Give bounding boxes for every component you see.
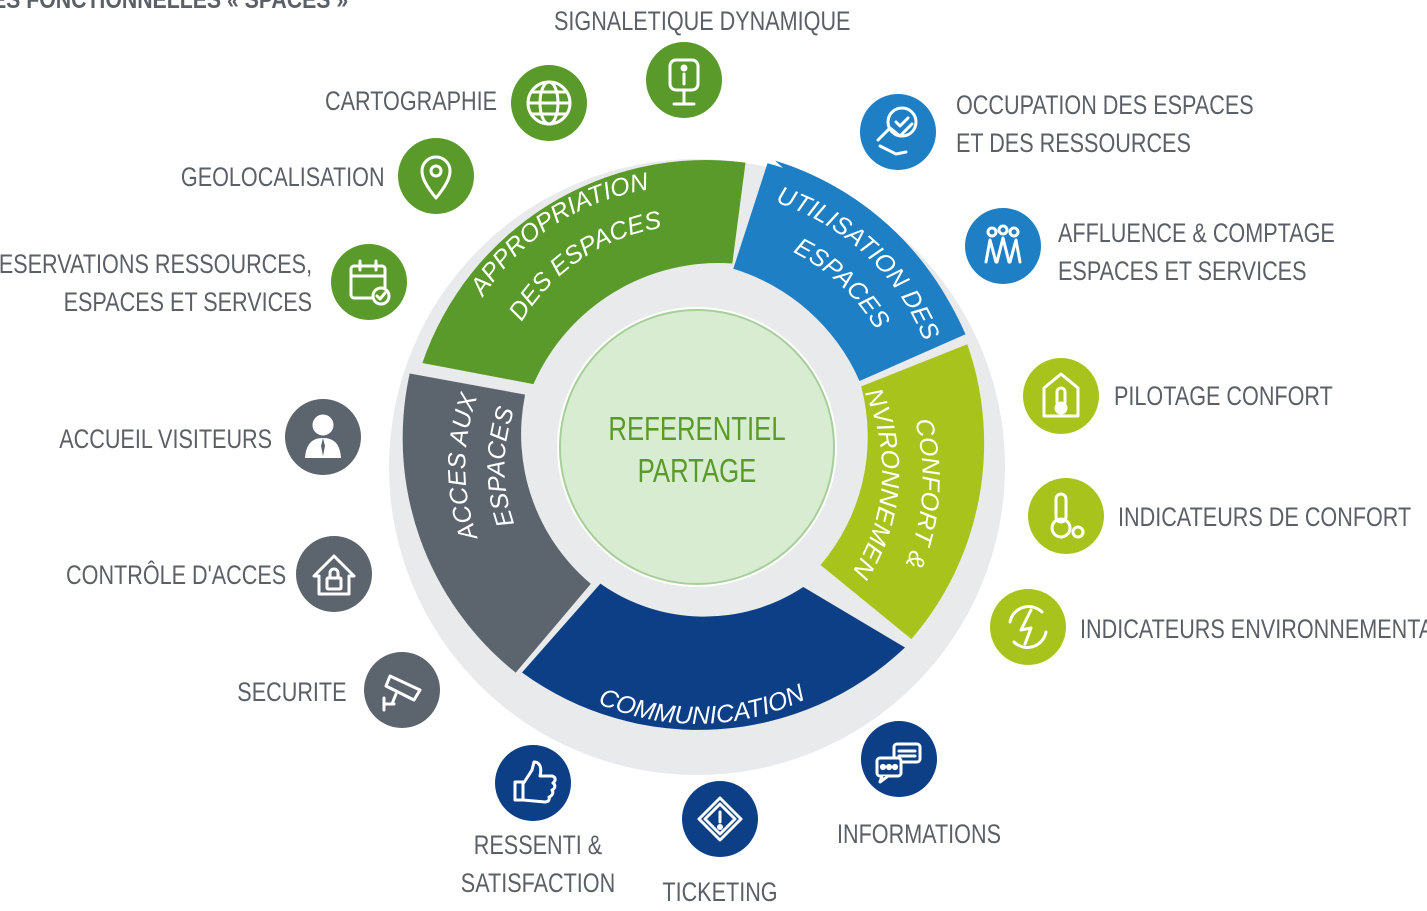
center-label-line2: PARTAGE [638,453,757,490]
warning-diamond-icon[interactable] [682,781,758,857]
thermometer-icon[interactable] [1028,478,1104,554]
thumbs-up-icon[interactable] [495,745,571,821]
feature-securite-label: SECURITE [237,677,347,707]
hand-check-icon[interactable] [860,94,936,170]
page-title: ES FONCTIONNELLES « SPACES » [0,0,349,14]
feature-reservations-label: RESERVATIONS RESSOURCES, ESPACES ET SERV… [0,249,312,317]
info-kiosk-icon[interactable] [646,42,722,118]
visitor-icon[interactable] [285,399,361,475]
cctv-camera-icon[interactable] [364,652,440,728]
segment-appropriation[interactable] [422,160,746,385]
feature-ressenti-label: RESSENTI & SATISFACTION [460,830,616,898]
feature-affluence-label: AFFLUENCE & COMPTAGE ESPACES ET SERVICES [1058,218,1335,286]
energy-cycle-icon[interactable] [990,589,1066,665]
center-disc [559,309,835,585]
feature-geolocalisation-label: GEOLOCALISATION [181,162,385,192]
globe-icon[interactable] [511,65,587,141]
map-pin-icon[interactable] [398,138,474,214]
segment-communication[interactable] [522,583,905,730]
feature-accueil-label: ACCUEIL VISITEURS [59,424,272,454]
feature-pilotage-label: PILOTAGE CONFORT [1114,381,1333,411]
home-thermometer-icon[interactable] [1023,358,1099,434]
feature-controle-label: CONTRÔLE D'ACCES [65,560,286,590]
feature-indicateurs-env-label: INDICATEURS ENVIRONNEMENTAUX [1080,614,1427,644]
chat-bubbles-icon[interactable] [861,721,937,797]
feature-ticketing-label: TICKETING [662,877,778,907]
segment-utilisation-fill[interactable] [733,163,966,381]
segment-confort[interactable] [820,344,985,640]
house-lock-icon[interactable] [296,536,372,612]
feature-signaletique-label: SIGNALETIQUE DYNAMIQUE [554,6,851,36]
feature-occupation-label: OCCUPATION DES ESPACES ET DES RESSOURCES [956,90,1254,158]
feature-indicateurs-confort-label: INDICATEURS DE CONFORT [1118,502,1412,532]
feature-informations-label: INFORMATIONS [837,819,1001,849]
calendar-check-icon[interactable] [331,244,407,320]
center-label-line1: REFERENTIEL [608,411,785,448]
feature-cartographie-label: CARTOGRAPHIE [324,86,497,116]
segment-acces[interactable] [402,373,591,673]
people-group-icon[interactable] [965,208,1041,284]
